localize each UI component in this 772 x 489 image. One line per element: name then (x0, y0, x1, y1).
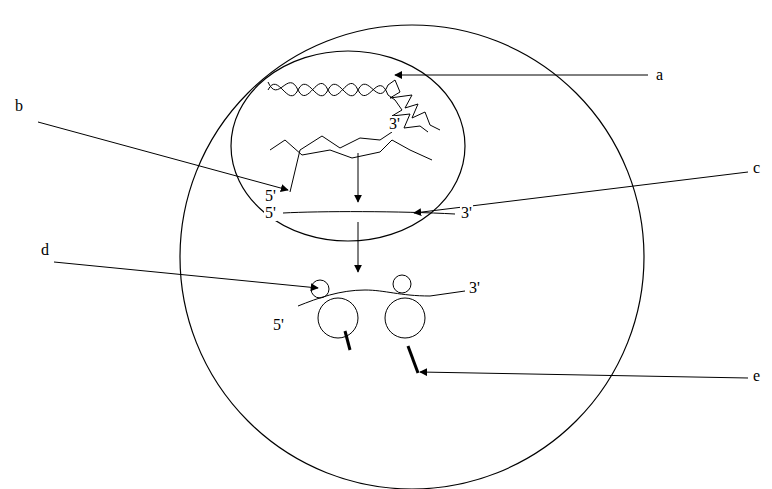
cell-membrane (180, 25, 644, 489)
callout-letter: d (40, 242, 50, 258)
leader-line (38, 122, 288, 190)
callout-letter: b (14, 98, 24, 114)
ribosome (311, 275, 425, 338)
mrna-strand (283, 212, 455, 214)
strand-end: 5' (264, 188, 277, 204)
amino-acid (345, 331, 350, 350)
mrna-strand (298, 290, 465, 306)
leader-line (395, 75, 648, 76)
strand-end: 5' (272, 317, 285, 333)
nucleus (231, 51, 465, 241)
strand-end: 3' (388, 116, 401, 132)
amino-acid (408, 346, 418, 373)
dna-template-strands (270, 132, 432, 192)
process-arrow (358, 222, 359, 272)
strand-end: 3' (460, 205, 473, 221)
callout-letter: a (655, 67, 664, 83)
leader-line (54, 262, 318, 288)
process-arrow (358, 153, 359, 202)
strand-end: 3' (468, 280, 481, 296)
leader-line (420, 372, 748, 378)
callout-letter: c (752, 160, 761, 176)
strand-end: 5' (264, 205, 277, 221)
dna-helix (268, 80, 440, 132)
callout-letter: e (752, 368, 761, 384)
